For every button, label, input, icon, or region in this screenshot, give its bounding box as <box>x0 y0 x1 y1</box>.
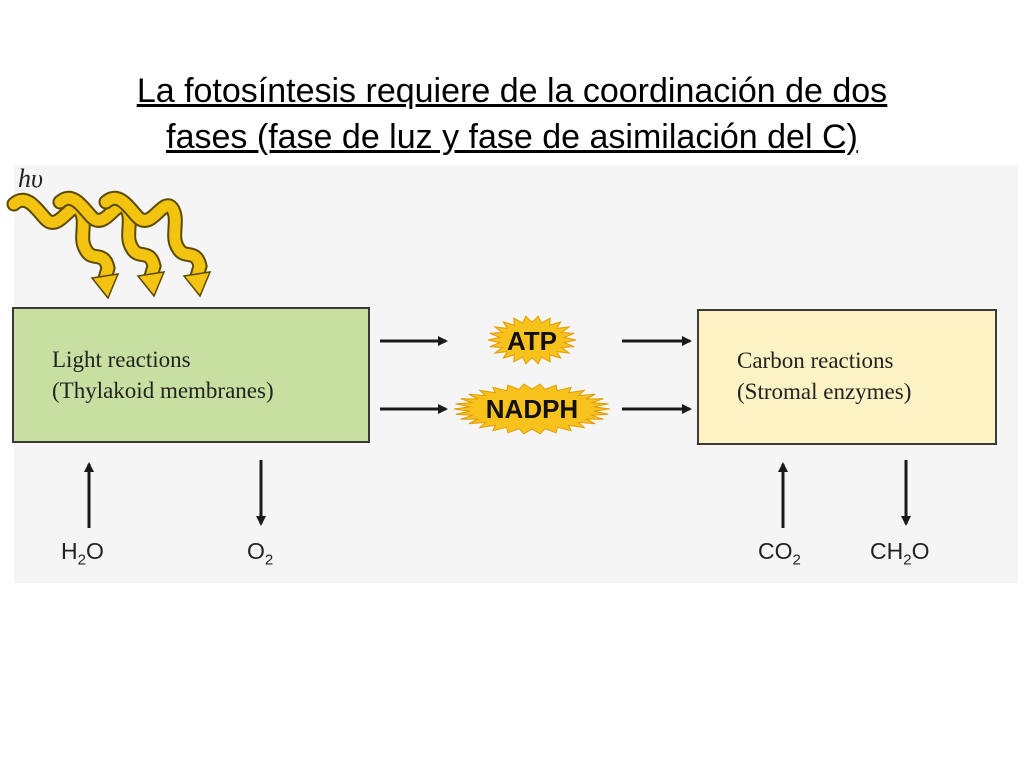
ch2o-subscript: 2 <box>903 551 912 569</box>
oxygen-subscript: 2 <box>264 551 274 569</box>
light-waves <box>6 191 212 300</box>
ch2o-label: CH2O <box>870 538 929 569</box>
carbon-reactions-title: Carbon reactions <box>737 348 894 373</box>
slide-title: La fotosíntesis requiere de la coordinac… <box>0 68 1024 160</box>
light-energy-symbol: hυ <box>18 164 43 193</box>
nadph-label: NADPH <box>486 394 578 424</box>
water-rest: O <box>85 538 104 564</box>
co2-label: CO2 <box>758 538 801 569</box>
carbon-reactions-text: Carbon reactions (Stromal enzymes) <box>737 345 911 407</box>
water-subscript: 2 <box>77 551 86 569</box>
light-reactions-text: Light reactions (Thylakoid membranes) <box>52 344 274 406</box>
water-label: H2O <box>61 538 104 569</box>
light-reactions-title: Light reactions <box>52 347 191 372</box>
oxygen-label: O2 <box>247 538 273 569</box>
co2-base: CO <box>758 538 793 564</box>
ch2o-rest: O <box>911 538 930 564</box>
atp-label: ATP <box>507 326 557 356</box>
title-line-2: fases (fase de luz y fase de asimilación… <box>166 118 858 156</box>
carbon-reactions-box <box>697 309 997 445</box>
nadph-burst <box>453 383 611 435</box>
light-reactions-box <box>12 307 370 443</box>
title-line-1: La fotosíntesis requiere de la coordinac… <box>136 72 888 110</box>
carbon-reactions-location: (Stromal enzymes) <box>737 379 912 404</box>
atp-burst <box>487 315 577 365</box>
oxygen-base: O <box>247 538 265 564</box>
co2-subscript: 2 <box>792 551 801 569</box>
ch2o-base: CH <box>870 538 904 564</box>
light-reactions-location: (Thylakoid membranes) <box>52 378 274 403</box>
water-base: H <box>61 538 78 564</box>
